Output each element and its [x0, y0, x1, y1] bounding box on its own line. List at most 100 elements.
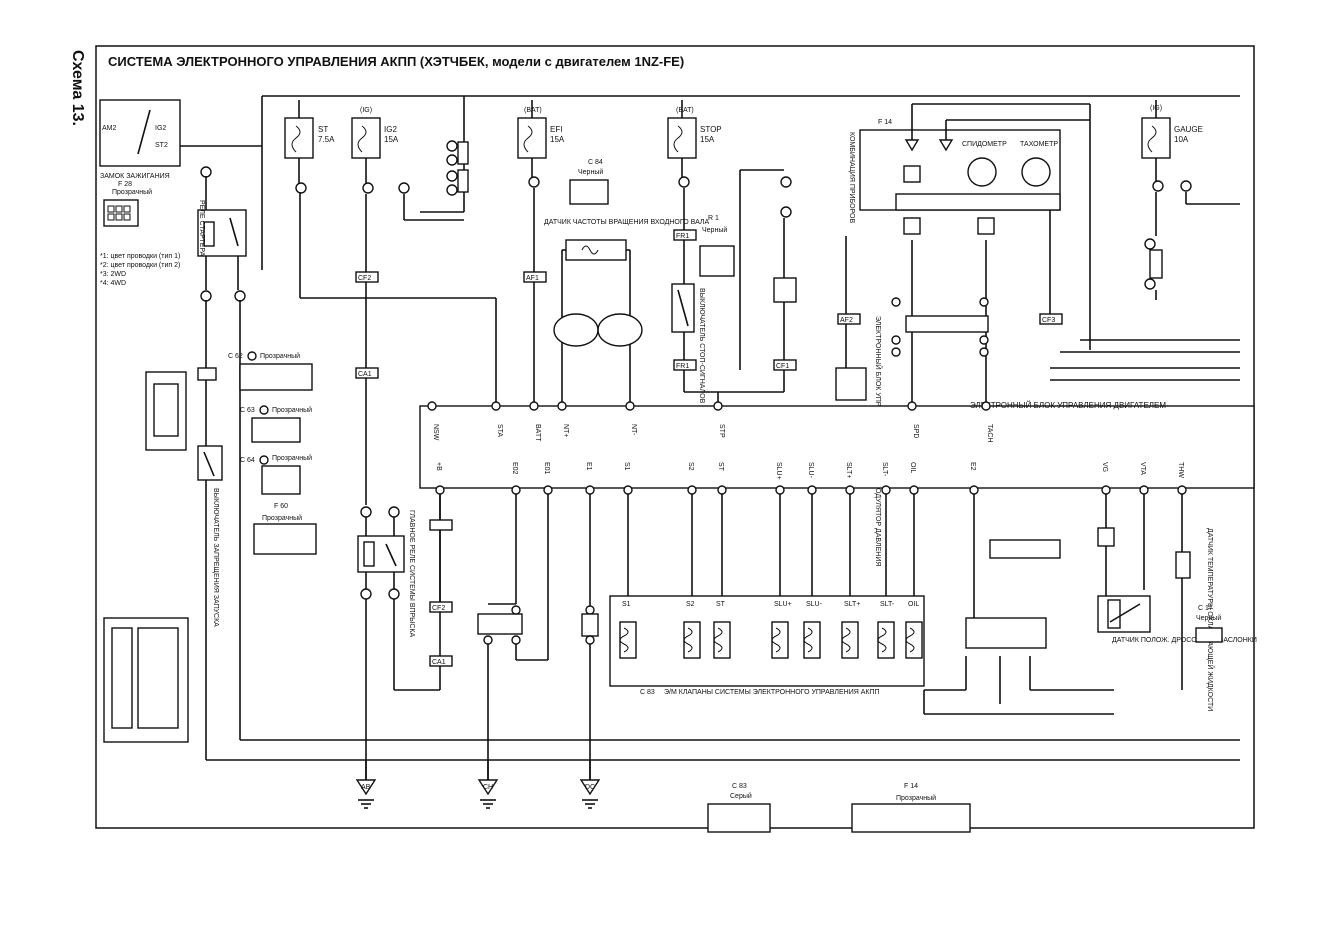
junction-jc-no10: CF1 [718, 176, 797, 393]
ground-points: AB CH DC [355, 760, 601, 809]
svg-text:IG2: IG2 [384, 125, 397, 134]
stop-lamp-switch: FR1 R 1 Черный ВЫКЛЮЧАТЕЛЬ СТОП-СИГНАЛОВ… [671, 169, 784, 406]
ground-symbol [579, 779, 601, 796]
svg-text:ЭЛЕКТРОННЫЙ БЛОК УПРАВЛЕНИЯ ДВ: ЭЛЕКТРОННЫЙ БЛОК УПРАВЛЕНИЯ ДВИГАТЕЛЕМ [970, 401, 1166, 410]
svg-text:Э/М КЛАПАНЫ СИСТЕМЫ ЭЛЕКТРОННО: Э/М КЛАПАНЫ СИСТЕМЫ ЭЛЕКТРОННОГО УПРАВЛЕ… [664, 689, 880, 696]
ignition-switch: AM2 IG2 ST2 ЗАМОК ЗАЖИГАНИЯ F 28 Прозрач… [99, 99, 262, 227]
ecu-bottom-pin-label: SLT+ [845, 462, 852, 478]
svg-text:Прозрачный: Прозрачный [112, 188, 152, 196]
svg-text:FR1: FR1 [676, 363, 689, 370]
connector-c64: C 64 Прозрачный [240, 454, 312, 495]
svg-text:15A: 15A [550, 135, 565, 144]
solenoid-pin-label: SLT- [880, 601, 895, 608]
connector-c63: C 63 Прозрачный [240, 405, 312, 443]
solenoid-coil [683, 621, 701, 659]
ecu-bottom-pin-label: +B [435, 462, 442, 471]
svg-text:CA1: CA1 [358, 371, 372, 378]
throttle-position-sensor: ДАТЧИК ПОЛОЖ. ДРОССЕЛЬН. ЗАСЛОНКИ [1097, 595, 1257, 644]
junction-jc-no11 [905, 315, 989, 333]
ground-symbol [477, 779, 499, 796]
svg-text:IG2: IG2 [155, 125, 166, 132]
connector-f60: F 60 Прозрачный [253, 503, 317, 555]
ecu-bottom-pin [845, 485, 855, 495]
svg-text:C 62: C 62 [228, 353, 243, 360]
svg-text:ДАТЧИК ПОЛОЖ. ДРОССЕЛЬН. ЗАСЛО: ДАТЧИК ПОЛОЖ. ДРОССЕЛЬН. ЗАСЛОНКИ [1112, 637, 1257, 644]
connector-cf2-top [355, 271, 379, 283]
svg-text:Черный: Черный [578, 168, 603, 176]
ecu-top-pin-nt+ [557, 401, 567, 411]
svg-text:C 64: C 64 [240, 457, 255, 464]
ecu-bottom-pin [435, 485, 445, 495]
svg-text:ГЛАВНОЕ РЕЛЕ СИСТЕМЫ ВПРЫСКА: ГЛАВНОЕ РЕЛЕ СИСТЕМЫ ВПРЫСКА [408, 510, 415, 638]
ecu-bottom-pin [543, 485, 553, 495]
ecu-top-pin-stp [713, 401, 723, 411]
ecu-bottom-pin-label: E02 [511, 462, 518, 475]
svg-text:C 83: C 83 [640, 689, 655, 696]
ecu-bottom-pin-label: E2 [969, 462, 976, 471]
solenoid-pin-label: SLT+ [844, 601, 860, 608]
svg-text:F 60: F 60 [274, 503, 288, 510]
neutral-start-switch: ВЫКЛЮЧАТЕЛЬ ЗАПРЕЩЕНИЯ ЗАПУСКА [145, 300, 241, 760]
ecu-bottom-pin [909, 485, 919, 495]
ecu-bottom-pin [717, 485, 727, 495]
solenoid-coil [841, 621, 859, 659]
ecu-bottom-pin [623, 485, 633, 495]
svg-text:15A: 15A [384, 135, 399, 144]
svg-text:15A: 15A [700, 135, 715, 144]
ecu-bottom-pin-label: S1 [623, 462, 630, 471]
ecu-top-pin-label: NT+ [562, 424, 569, 437]
svg-text:FR1: FR1 [676, 233, 689, 240]
ecu-bottom-pin [1139, 485, 1149, 495]
ecu-top-pin-label: NSW [432, 424, 439, 441]
svg-text:ST: ST [318, 125, 328, 134]
svg-text:10A: 10A [1174, 135, 1189, 144]
svg-text:F 14: F 14 [904, 783, 918, 790]
ecu-bottom-pin [881, 485, 891, 495]
ecu-top-pin-label: STA [496, 424, 503, 437]
junction-jc-no2 [477, 613, 523, 635]
svg-text:Прозрачный: Прозрачный [260, 352, 300, 360]
svg-text:КОМБИНАЦИЯ ПРИБОРОВ: КОМБИНАЦИЯ ПРИБОРОВ [848, 132, 855, 223]
notes-block: *1: цвет проводки (тип 1) *2: цвет прово… [100, 253, 180, 287]
svg-text:C 83: C 83 [732, 783, 747, 790]
ecu-bottom-pin [511, 485, 521, 495]
ecu-top-pin-label: STP [718, 424, 725, 438]
ground-label: AB [361, 784, 371, 791]
fuse-gauge: (IG) GAUGE 10A [1141, 100, 1203, 192]
solenoid-coil [905, 621, 923, 659]
svg-text:CF1: CF1 [776, 363, 789, 370]
solenoid-coil [877, 621, 895, 659]
ecu-bottom-pin [969, 485, 979, 495]
svg-text:ВЫКЛЮЧАТЕЛЬ СТОП-СИГНАЛОВ: ВЫКЛЮЧАТЕЛЬ СТОП-СИГНАЛОВ [698, 288, 705, 404]
junction-jc-no4 [989, 539, 1061, 559]
ground-label: CH [483, 784, 493, 791]
svg-text:ДАТЧИК ЧАСТОТЫ ВРАЩЕНИЯ ВХОДНО: ДАТЧИК ЧАСТОТЫ ВРАЩЕНИЯ ВХОДНОГО ВАЛА [544, 219, 710, 226]
solenoid-valve-block: C 83 Э/М КЛАПАНЫ СИСТЕМЫ ЭЛЕКТРОННОГО УП… [609, 595, 925, 696]
ecu-bottom-pin-label: SLU- [807, 462, 814, 479]
svg-text:STOP: STOP [700, 125, 722, 134]
svg-text:C 17: C 17 [1198, 605, 1213, 612]
svg-text:Прозрачный: Прозрачный [272, 454, 312, 462]
solenoid-pin-label: SLU+ [774, 601, 792, 608]
ecu-top-pin-label: NT- [630, 424, 637, 436]
input-speed-sensor: C 84 Черный ДАТЧИК ЧАСТОТЫ ВРАЩЕНИЯ ВХОД… [544, 159, 710, 406]
ecu-bottom-pin-label: S2 [687, 462, 694, 471]
ground-label: DC [585, 784, 595, 791]
ecu-top-pin-nsw [427, 401, 437, 411]
ecu-bottom-pin-label: ST [717, 462, 724, 472]
svg-text:F 28: F 28 [118, 181, 132, 188]
svg-text:ТАХОМЕТР: ТАХОМЕТР [1020, 141, 1058, 148]
ecu-top-pin-label: TACH [986, 424, 993, 443]
svg-text:EFI: EFI [550, 125, 562, 134]
svg-text:CA1: CA1 [432, 659, 446, 666]
ecu-bottom-pin [1101, 485, 1111, 495]
solenoid-pin-label: S1 [622, 601, 631, 608]
svg-text:CF2: CF2 [432, 605, 445, 612]
ecu-top-pin-label: BATT [534, 424, 541, 442]
ecu-bottom-pin-label: VTA [1139, 462, 1146, 475]
svg-text:Прозрачный: Прозрачный [272, 406, 312, 414]
starter-relay: РЕЛЕ СТАРТЕРА [197, 176, 247, 302]
